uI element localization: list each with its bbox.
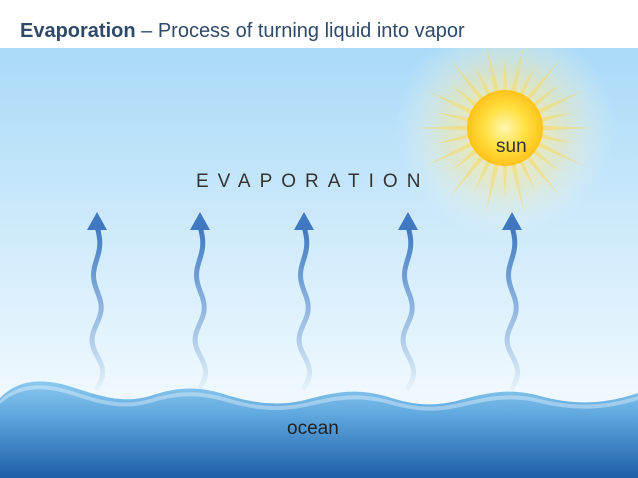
sun-ray (425, 89, 480, 118)
arrowhead-icon (190, 212, 210, 230)
title-bar: Evaporation – Process of turning liquid … (0, 0, 638, 48)
evaporation-diagram (0, 48, 638, 478)
arrowhead-icon (502, 212, 522, 230)
sun-ray (530, 138, 585, 167)
sun-label: sun (496, 136, 527, 157)
sun-ray (533, 132, 574, 144)
sun-ray (474, 64, 495, 103)
ocean-waves (0, 381, 638, 478)
sun-ray (486, 48, 501, 100)
vapor-arrow-icon (400, 223, 417, 391)
sun-ray (515, 64, 536, 103)
sun-ray (474, 153, 495, 192)
vapor-arrow-icon (89, 223, 106, 391)
sun-ray (436, 112, 477, 124)
sun-ray (521, 149, 560, 197)
arrowhead-icon (294, 212, 314, 230)
sun-ray (533, 112, 574, 124)
sun-ray (534, 125, 593, 131)
sun-ray (450, 59, 489, 107)
title-definition: – Process of turning liquid into vapor (135, 20, 465, 42)
ocean-label: ocean (287, 418, 339, 439)
evaporation-label: EVAPORATION (196, 171, 430, 192)
sun-ray (509, 48, 524, 100)
vapor-arrows (87, 212, 522, 391)
sun-ray (425, 138, 480, 167)
title-term: Evaporation (20, 20, 136, 42)
sun-ray (436, 132, 477, 144)
sun-ray (530, 89, 585, 118)
sun-ray (509, 156, 525, 214)
sun-ray (521, 59, 560, 107)
sun-ray (417, 125, 476, 131)
vapor-arrow-icon (296, 223, 313, 391)
sun-icon (395, 48, 615, 238)
sun-ray (450, 149, 489, 197)
vapor-arrow-icon (192, 223, 209, 391)
vapor-arrow-icon (504, 223, 521, 391)
slide-title: Evaporation – Process of turning liquid … (20, 20, 465, 43)
sun-ray (485, 156, 501, 214)
arrowhead-icon (87, 212, 107, 230)
sun-ray (515, 153, 536, 192)
sun-ray (502, 58, 508, 99)
arrowhead-icon (398, 212, 418, 230)
sun-ray (502, 157, 508, 198)
